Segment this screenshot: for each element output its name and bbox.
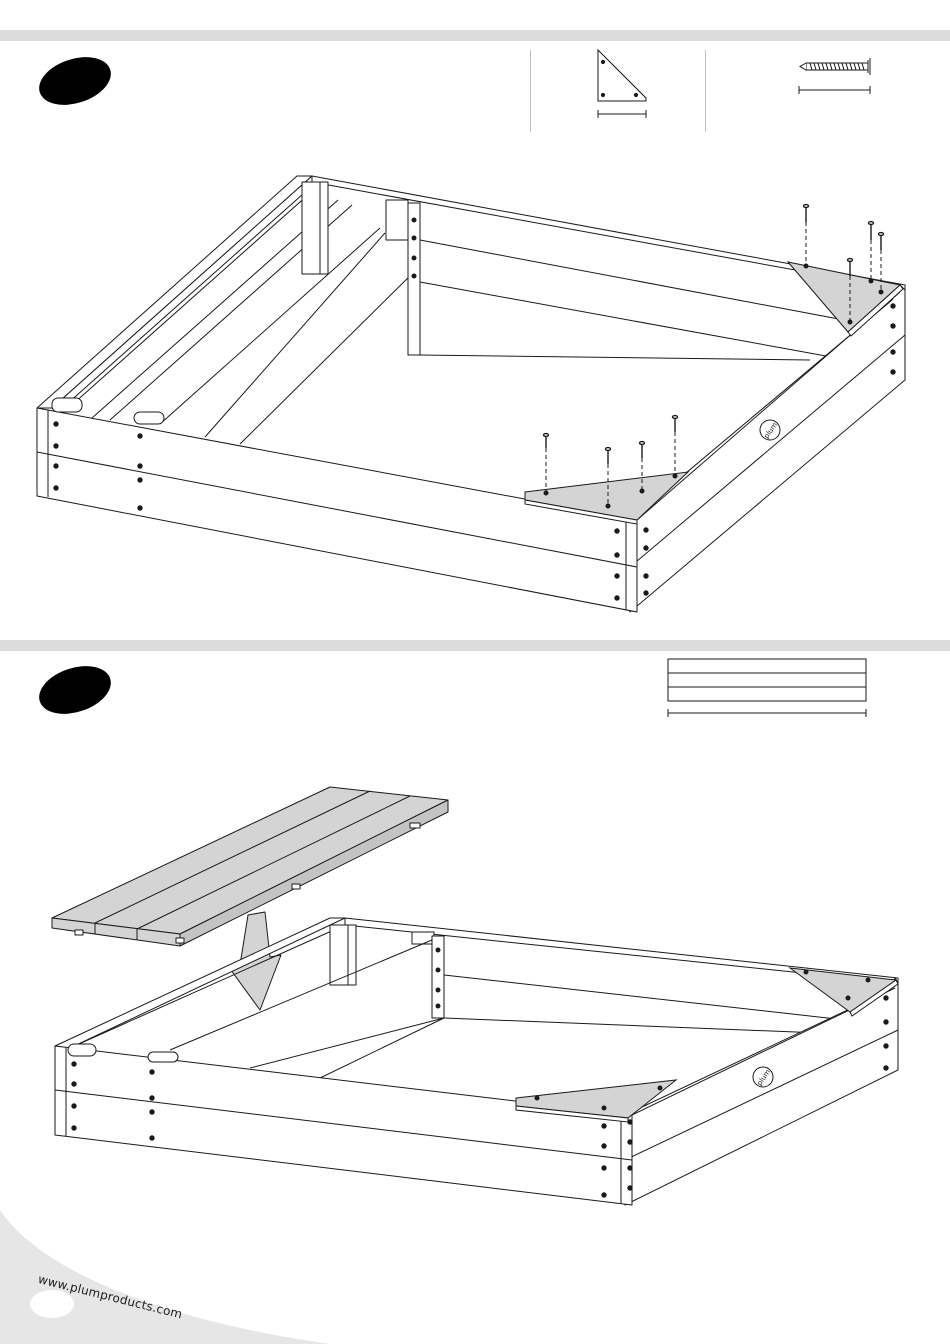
plum-logo-step-2: plum — [753, 1067, 773, 1087]
footer-page-oval — [30, 1290, 74, 1318]
